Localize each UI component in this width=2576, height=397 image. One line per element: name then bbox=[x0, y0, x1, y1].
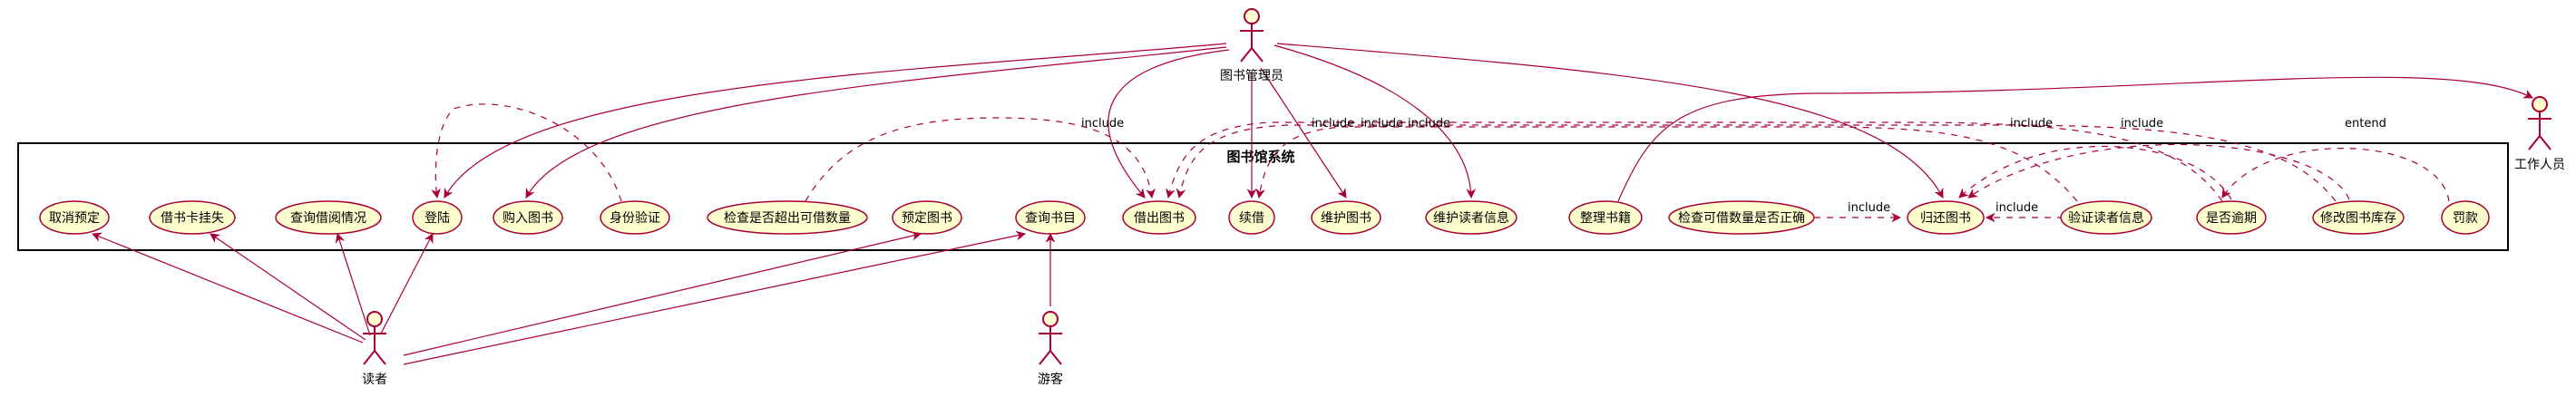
svg-text:借出图书: 借出图书 bbox=[1134, 211, 1185, 226]
package-title: 图书馆系统 bbox=[1226, 149, 1294, 165]
label-include-2: include bbox=[1312, 117, 1354, 131]
svg-text:查询书目: 查询书目 bbox=[1025, 211, 1076, 226]
svg-text:续借: 续借 bbox=[1239, 210, 1264, 226]
usecase-maintain-books[interactable]: 维护图书 bbox=[1311, 200, 1381, 235]
edge-librarian-purchase bbox=[525, 46, 1227, 198]
usecase-organize-books[interactable]: 整理书籍 bbox=[1568, 200, 1643, 235]
label-include-4: include bbox=[1408, 117, 1450, 131]
edge-inventory-lend bbox=[1176, 124, 2337, 202]
usecase-reserve-book[interactable]: 预定图书 bbox=[892, 200, 962, 235]
edge-fine-overdue bbox=[2221, 148, 2450, 202]
svg-text:检查可借数量是否正确: 检查可借数量是否正确 bbox=[1678, 211, 1805, 226]
edge-librarian-lend bbox=[1107, 49, 1230, 198]
edge-reader-reserve bbox=[403, 230, 922, 356]
label-extend-1: entend bbox=[2345, 117, 2386, 131]
usecase-purchase-books[interactable]: 购入图书 bbox=[493, 200, 563, 235]
edge-organize-staff bbox=[1617, 76, 2533, 202]
svg-text:维护图书: 维护图书 bbox=[1321, 211, 1371, 226]
label-include-8: include bbox=[1995, 201, 2038, 215]
usecase-report-card-loss[interactable]: 借书卡挂失 bbox=[149, 200, 236, 235]
svg-text:整理书籍: 整理书籍 bbox=[1580, 210, 1631, 226]
edge-inventory-return bbox=[1967, 143, 2350, 200]
actor-reader[interactable]: 读者 bbox=[362, 311, 387, 387]
svg-text:验证读者信息: 验证读者信息 bbox=[2068, 210, 2144, 226]
usecase-query-borrowing[interactable]: 查询借阅情况 bbox=[275, 200, 382, 235]
actor-librarian[interactable]: 图书管理员 bbox=[1220, 8, 1283, 83]
edge-reader-login bbox=[380, 233, 434, 334]
usecase-check-borrow-limit[interactable]: 检查是否超出可借数量 bbox=[707, 200, 868, 235]
usecase-login[interactable]: 登陆 bbox=[412, 200, 463, 235]
usecase-fine[interactable]: 罚款 bbox=[2441, 200, 2490, 235]
edge-librarian-login bbox=[444, 43, 1227, 198]
label-include-6: include bbox=[2121, 117, 2163, 131]
svg-text:检查是否超出可借数量: 检查是否超出可借数量 bbox=[724, 211, 851, 226]
package-library-system: 图书馆系统 bbox=[17, 142, 2509, 251]
edge-librarian-maintain-reader bbox=[1273, 44, 1477, 199]
actor-label-staff: 工作人员 bbox=[2514, 158, 2565, 172]
edge-verify-renew bbox=[1255, 126, 2078, 202]
label-include-7: include bbox=[1848, 201, 1890, 215]
svg-text:身份验证: 身份验证 bbox=[610, 211, 660, 226]
associations bbox=[91, 43, 2533, 365]
actor-label-guest: 游客 bbox=[1038, 372, 1063, 387]
svg-text:是否逾期: 是否逾期 bbox=[2206, 211, 2257, 226]
usecase-maintain-reader-info[interactable]: 维护读者信息 bbox=[1425, 200, 1517, 235]
svg-text:查询借阅情况: 查询借阅情况 bbox=[290, 211, 366, 226]
edge-reader-search bbox=[403, 230, 1027, 365]
usecase-renew[interactable]: 续借 bbox=[1228, 200, 1275, 235]
usecase-identity-verification[interactable]: 身份验证 bbox=[600, 200, 670, 235]
usecase-check-borrow-count[interactable]: 检查可借数量是否正确 bbox=[1668, 200, 1815, 235]
svg-text:归还图书: 归还图书 bbox=[1920, 210, 1971, 226]
svg-text:维护读者信息: 维护读者信息 bbox=[1433, 210, 1509, 226]
usecase-cancel-reservation[interactable]: 取消预定 bbox=[39, 200, 110, 235]
svg-text:修改图书库存: 修改图书库存 bbox=[2320, 211, 2396, 226]
usecase-modify-inventory[interactable]: 修改图书库存 bbox=[2312, 200, 2405, 235]
usecase-is-overdue[interactable]: 是否逾期 bbox=[2196, 200, 2267, 235]
actor-staff[interactable]: 工作人员 bbox=[2514, 96, 2565, 172]
usecase-lend-book[interactable]: 借出图书 bbox=[1122, 200, 1196, 235]
svg-text:罚款: 罚款 bbox=[2453, 211, 2478, 226]
label-include-3: include bbox=[1361, 117, 1403, 131]
edge-overdue-lend bbox=[1166, 121, 2223, 202]
edge-limit-lend bbox=[805, 117, 1156, 202]
edge-reader-cancel bbox=[91, 232, 364, 344]
edge-reader-query bbox=[335, 232, 371, 336]
svg-text:预定图书: 预定图书 bbox=[902, 211, 952, 226]
usecase-verify-reader-info[interactable]: 验证读者信息 bbox=[2060, 200, 2152, 235]
relation-labels: include include include include include … bbox=[1081, 117, 2386, 215]
label-include-5: include bbox=[2010, 117, 2053, 131]
svg-text:登陆: 登陆 bbox=[424, 211, 450, 226]
actor-icon bbox=[363, 311, 386, 365]
actor-icon bbox=[1039, 311, 1062, 365]
edge-librarian-return bbox=[1276, 43, 1944, 198]
label-include-1: include bbox=[1081, 117, 1124, 131]
actor-icon bbox=[1240, 8, 1264, 63]
actor-label-librarian: 图书管理员 bbox=[1220, 69, 1283, 83]
svg-text:购入图书: 购入图书 bbox=[503, 211, 553, 226]
edge-reader-card-loss bbox=[210, 233, 366, 341]
edge-librarian-maintain-books bbox=[1260, 67, 1347, 198]
svg-text:借书卡挂失: 借书卡挂失 bbox=[161, 211, 224, 226]
actor-icon bbox=[2528, 96, 2552, 150]
usecase-return-book[interactable]: 归还图书 bbox=[1907, 200, 1985, 235]
edge-overdue-return bbox=[1958, 145, 2232, 200]
actor-guest[interactable]: 游客 bbox=[1038, 311, 1063, 387]
usecase-search-catalog[interactable]: 查询书目 bbox=[1015, 200, 1086, 235]
actor-label-reader: 读者 bbox=[362, 372, 387, 387]
use-cases: 取消预定 借书卡挂失 查询借阅情况 登陆 购入图书 身份验证 检查是否超出可借数… bbox=[39, 200, 2490, 235]
svg-text:取消预定: 取消预定 bbox=[49, 211, 100, 226]
